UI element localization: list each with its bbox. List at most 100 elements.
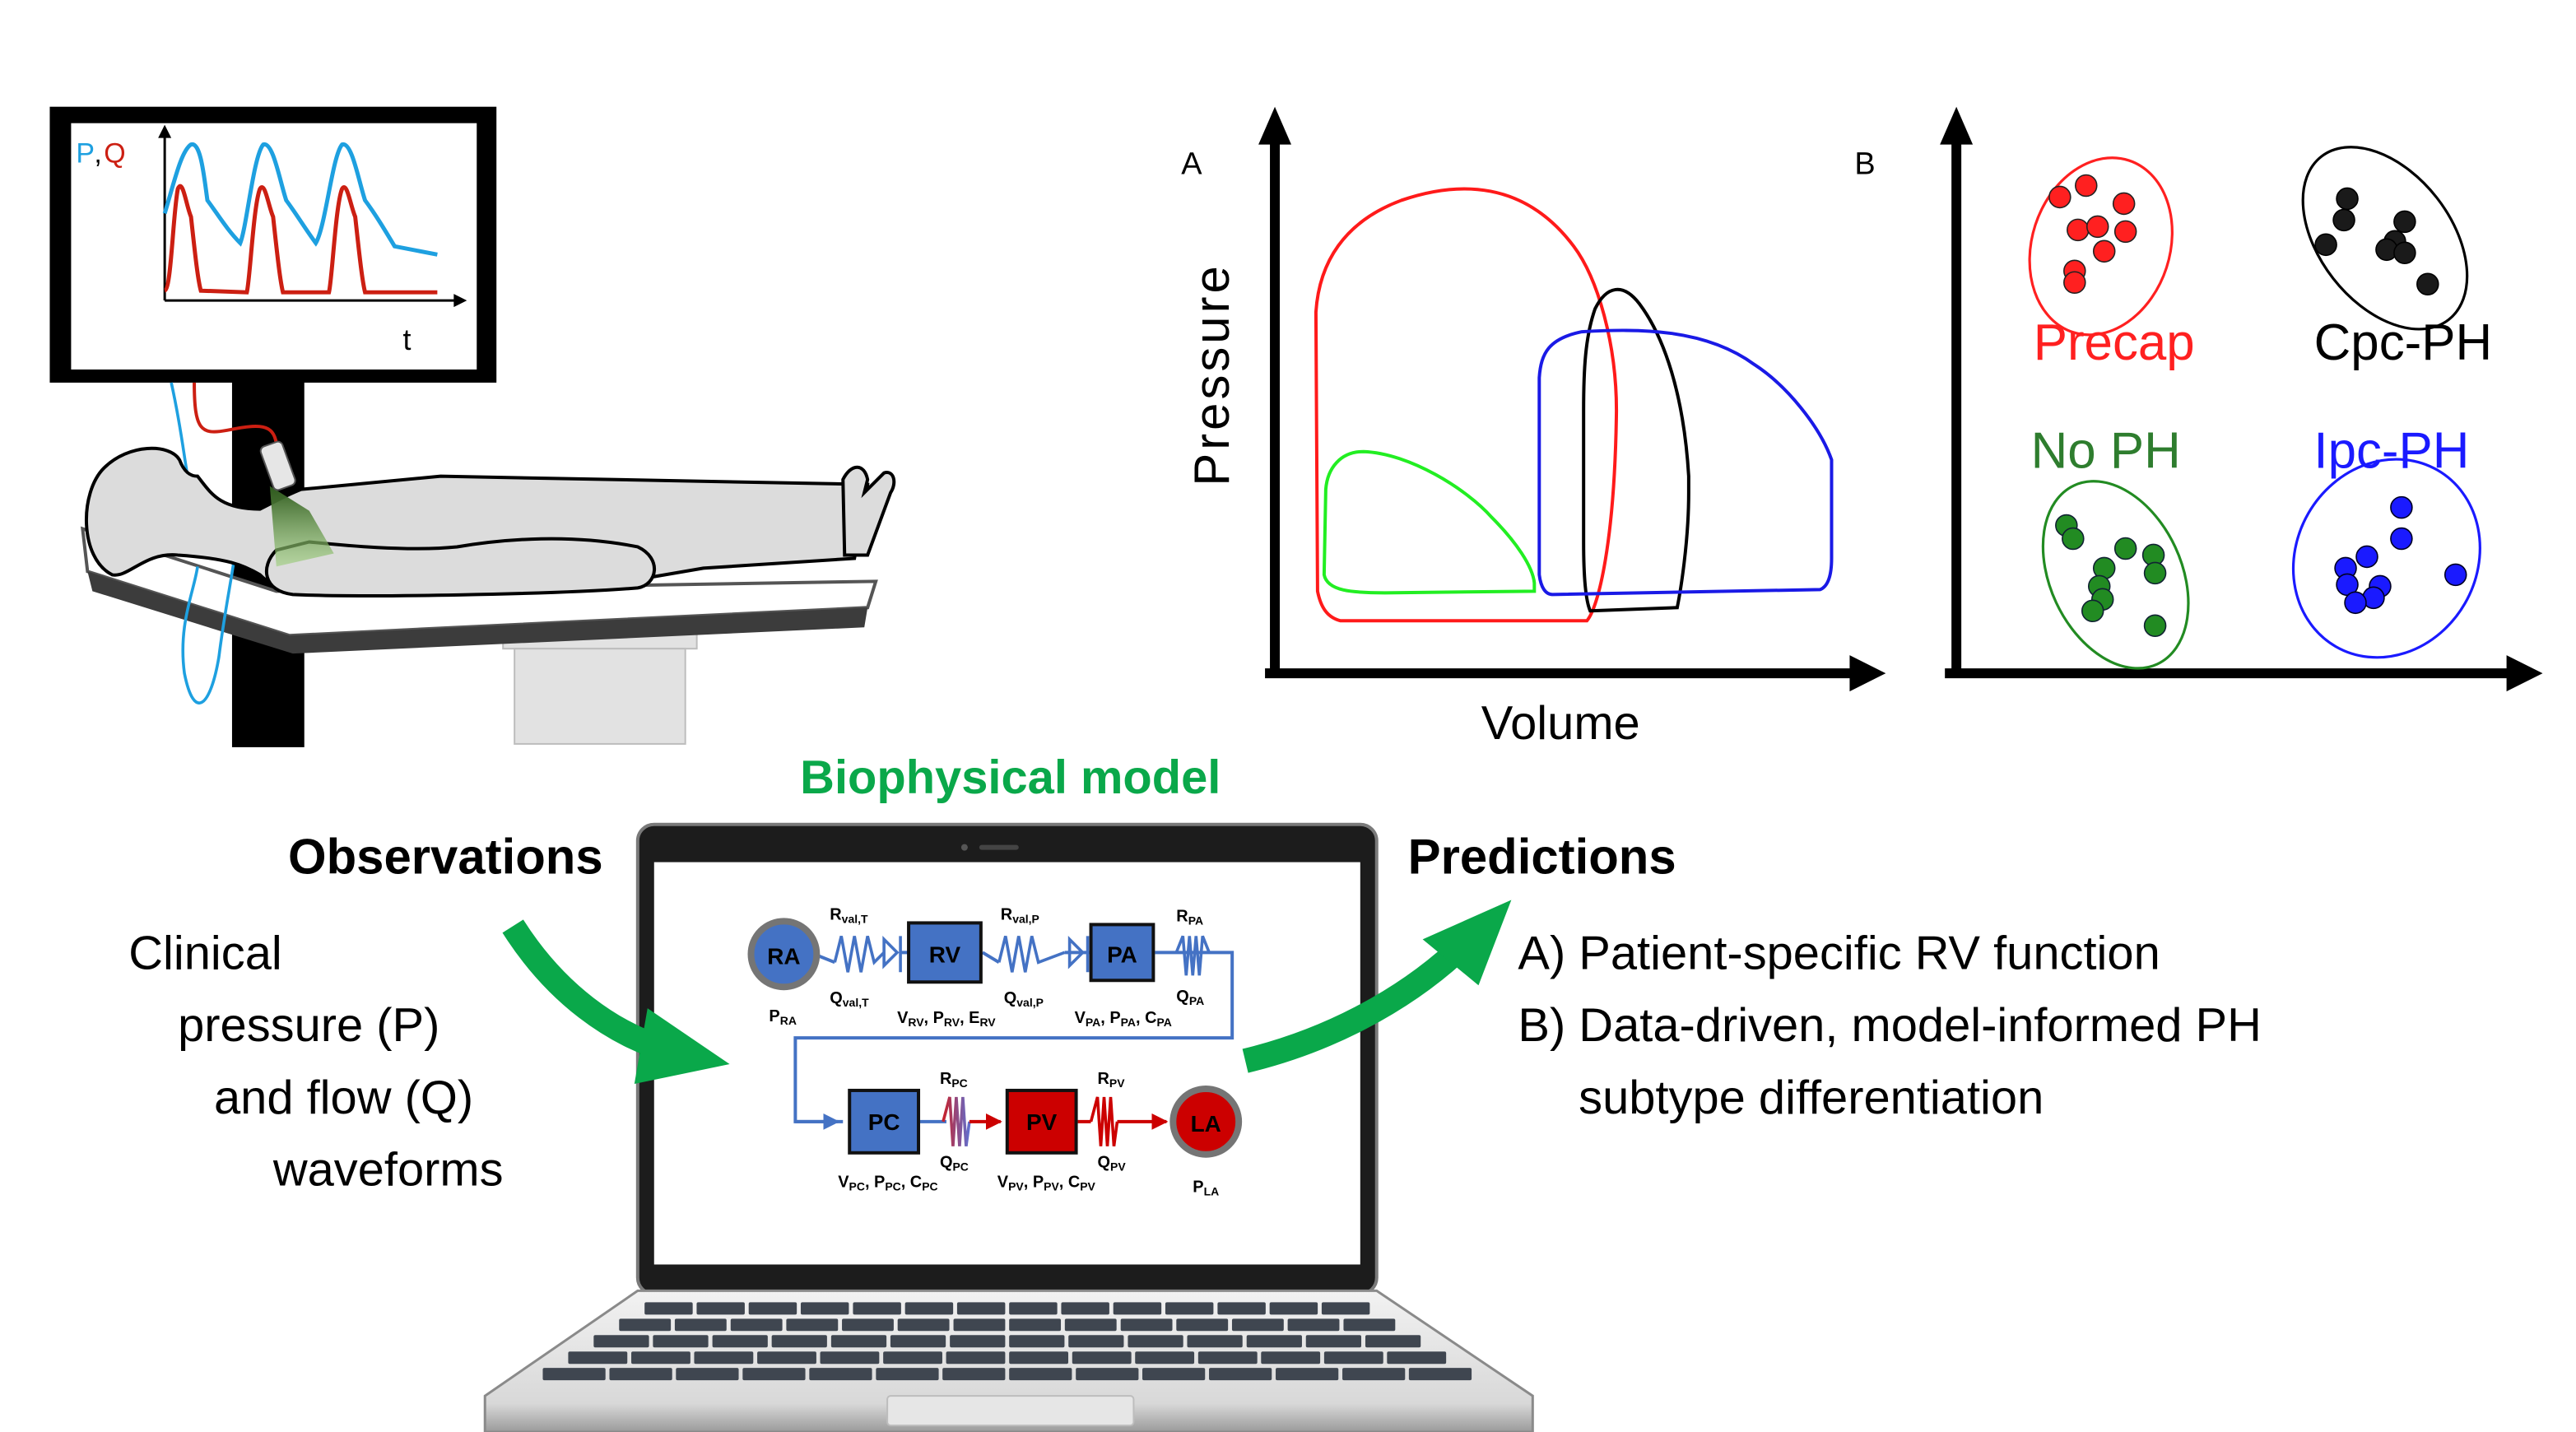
keyboard-key: [1323, 1351, 1383, 1365]
keyboard-key: [1061, 1302, 1109, 1315]
node-rv-label: RV: [929, 941, 961, 967]
data-point: [2075, 174, 2098, 198]
keyboard-key: [897, 1318, 950, 1332]
wire-top: [793, 951, 1235, 1123]
keyboard-key: [1408, 1368, 1472, 1381]
data-point: [2393, 241, 2416, 265]
keyboard-key: [786, 1318, 839, 1332]
keyboard-key: [694, 1351, 754, 1365]
label-p-la: PLA: [1193, 1179, 1219, 1198]
arrowhead: [1422, 900, 1512, 986]
pv-x-arrowhead: [1849, 655, 1886, 692]
label-q-val-p: Qval,P: [1004, 989, 1044, 1009]
resistor-pc: [942, 1096, 971, 1147]
keyboard-key: [820, 1351, 880, 1365]
keyboard-key: [1009, 1318, 1062, 1332]
cluster-ellipse: [2028, 156, 2174, 337]
keyboard-key: [609, 1368, 672, 1381]
node-la-label: LA: [1191, 1111, 1221, 1137]
resistor-pv: [1089, 1096, 1119, 1147]
pv-loop-precap: [1314, 187, 1619, 623]
keyboard-key: [1135, 1351, 1195, 1365]
keyboard-key: [853, 1302, 901, 1315]
data-point: [2314, 233, 2337, 257]
patient-monitoring-illustration: P , Q t: [49, 106, 896, 747]
cluster-ellipse: [2301, 146, 2469, 331]
keyboard-key: [742, 1368, 806, 1381]
cluster-label: No PH: [2031, 423, 2181, 480]
monitor-waveform-plot: P , Q t: [76, 124, 467, 356]
keyboard-key: [1305, 1335, 1361, 1348]
bed: [81, 526, 878, 654]
label-r-pv: RPV: [1098, 1070, 1126, 1090]
data-point: [2113, 537, 2137, 560]
monitor-label-sep: ,: [94, 138, 101, 170]
keyboard-key: [771, 1335, 827, 1348]
label-r-val-t: Rval,T: [830, 905, 868, 925]
data-point: [2390, 495, 2413, 519]
predictions-line-b: B) Data-driven, model-informed PH: [1518, 999, 2262, 1052]
cluster-y-arrowhead: [1940, 106, 1974, 145]
pv-loop-ipc-ph: [1537, 328, 1834, 597]
data-point: [2336, 187, 2359, 211]
cluster-ellipse: [2291, 458, 2481, 659]
keyboard-key: [653, 1335, 709, 1348]
laptop-camera-bar: [979, 844, 1019, 850]
label-r-pa: RPA: [1176, 907, 1203, 927]
predictions-heading: Predictions: [1408, 830, 1676, 885]
resistor-val-p: [997, 935, 1066, 973]
observations-line-3: and flow (Q): [214, 1072, 473, 1124]
keyboard-key: [1209, 1368, 1272, 1381]
keyboard-key: [1246, 1335, 1302, 1348]
label-q-pv: QPV: [1098, 1154, 1127, 1174]
cluster-ipc-ph: Ipc-PH: [2291, 423, 2481, 659]
data-point: [2143, 561, 2167, 585]
label-pc-vars: VPC, PPC, CPC: [838, 1174, 937, 1193]
keyboard-key: [1387, 1351, 1447, 1365]
node-ra: RA: [747, 918, 821, 991]
data-point: [2067, 218, 2090, 242]
keyboard-key: [644, 1302, 693, 1315]
keyboard-key: [674, 1318, 727, 1332]
cluster-panel-label: B: [1854, 147, 1875, 182]
observations-line-2: pressure (P): [178, 999, 439, 1052]
node-pc: PC: [848, 1088, 921, 1155]
keyboard-key: [1276, 1368, 1339, 1381]
keyboard-key: [956, 1302, 1006, 1315]
observations-heading: Observations: [288, 830, 603, 885]
keyboard-key: [568, 1351, 628, 1365]
keyboard-key: [1072, 1351, 1132, 1365]
label-q-pc: QPC: [940, 1154, 969, 1174]
flow-waveform: [163, 184, 438, 295]
pv-loop-no-ph: [1322, 449, 1537, 595]
pv-y-arrowhead: [1258, 106, 1291, 145]
observation-to-model-arrow: [502, 919, 730, 1084]
cluster-ellipse: [2041, 480, 2190, 670]
model-to-predictions-arrow: [1242, 900, 1512, 1073]
data-point: [2416, 272, 2439, 295]
keyboard-key: [748, 1302, 797, 1315]
label-pa-vars: VPA, PPA, CPA: [1075, 1009, 1172, 1029]
cluster-label: Ipc-PH: [2313, 423, 2469, 480]
monitor-y-arrowhead: [158, 124, 172, 138]
cluster-precap: Precap: [2028, 156, 2195, 371]
keyboard-key: [730, 1318, 783, 1332]
keyboard-key: [946, 1351, 1006, 1365]
keyboard-key: [1009, 1302, 1058, 1315]
keyboard-key: [1009, 1335, 1065, 1348]
keyboard-key: [883, 1351, 942, 1365]
data-point: [2063, 271, 2086, 294]
data-point: [2393, 210, 2416, 234]
data-point: [2048, 185, 2071, 209]
data-point: [2113, 220, 2137, 244]
keyboard-key: [712, 1335, 768, 1348]
observations-line-1: Clinical: [128, 927, 281, 979]
data-point: [2085, 215, 2109, 239]
node-pv: PV: [1005, 1088, 1078, 1155]
laptop-camera: [960, 844, 968, 851]
keyboard-key: [1009, 1368, 1072, 1381]
label-rv-vars: VRV, PRV, ERV: [897, 1009, 996, 1029]
cluster-chart: B Precap: [1854, 106, 2543, 692]
keyboard-key: [800, 1302, 849, 1315]
